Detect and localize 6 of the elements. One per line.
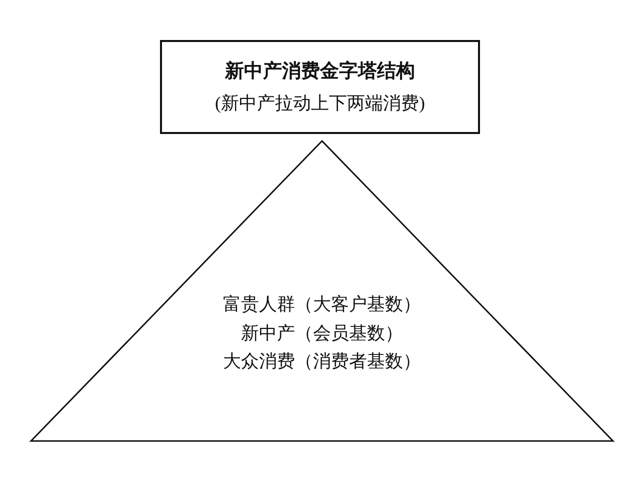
tier-text: 大众消费（消费者基数） — [223, 350, 421, 372]
title-box — [160, 40, 480, 134]
tier-text: 富贵人群（大客户基数） — [223, 293, 421, 316]
title-text: 新中产消费金字塔结构 — [225, 60, 415, 84]
tier-text: 新中产（会员基数） — [241, 322, 403, 344]
subtitle-text: (新中产拉动上下两端消费) — [215, 92, 425, 114]
